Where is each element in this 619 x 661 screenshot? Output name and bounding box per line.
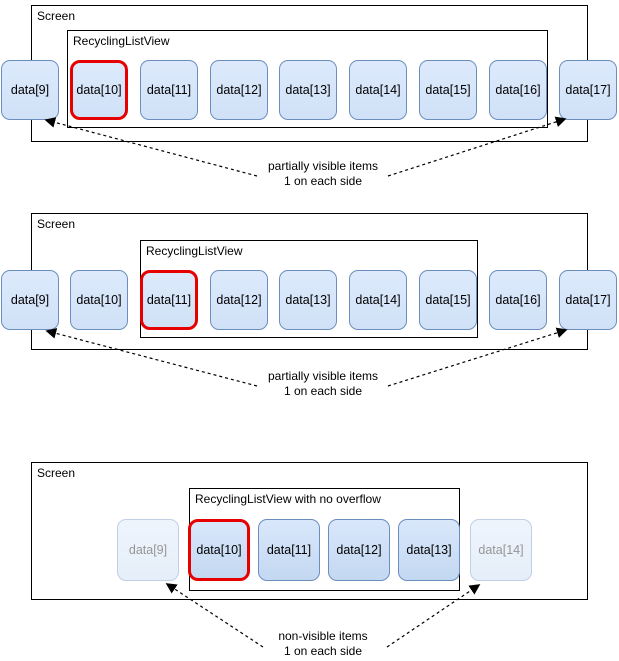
caption-line2: 1 on each side xyxy=(283,174,363,188)
list-item: data[13] xyxy=(279,270,337,330)
listview-label: RecyclingListView xyxy=(146,244,243,258)
list-item-faded: data[9] xyxy=(117,519,179,581)
list-item-highlighted: data[11] xyxy=(140,270,198,330)
list-item: data[13] xyxy=(279,60,337,120)
list-item: data[11] xyxy=(258,519,320,581)
listview-label: RecyclingListView with no overflow xyxy=(195,492,381,506)
caption-line2: 1 on each side xyxy=(283,644,363,658)
caption-line1: partially visible items xyxy=(267,369,379,383)
caption-line1: partially visible items xyxy=(267,159,379,173)
caption-line2: 1 on each side xyxy=(283,384,363,398)
list-item: data[14] xyxy=(349,270,407,330)
list-item: data[12] xyxy=(210,60,268,120)
list-item: data[17] xyxy=(559,270,617,330)
caption-partially-visible-1: partially visible items 1 on each side xyxy=(238,159,408,189)
list-item: data[13] xyxy=(398,519,460,581)
list-item: data[15] xyxy=(419,60,477,120)
list-item-highlighted: data[10] xyxy=(188,519,250,581)
list-item-faded: data[14] xyxy=(470,519,532,581)
list-item: data[14] xyxy=(349,60,407,120)
list-item: data[9] xyxy=(1,60,59,120)
list-item: data[12] xyxy=(328,519,390,581)
list-item: data[12] xyxy=(210,270,268,330)
screen-label: Screen xyxy=(37,217,76,231)
screen-label: Screen xyxy=(37,9,76,23)
list-item: data[11] xyxy=(140,60,198,120)
list-item: data[15] xyxy=(419,270,477,330)
list-item: data[9] xyxy=(1,270,59,330)
list-item: data[16] xyxy=(489,60,547,120)
list-item: data[17] xyxy=(559,60,617,120)
caption-non-visible: non-visible items 1 on each side xyxy=(238,629,408,659)
screen-label: Screen xyxy=(37,466,76,480)
list-item: data[16] xyxy=(489,270,547,330)
list-item: data[10] xyxy=(70,270,128,330)
list-item-highlighted: data[10] xyxy=(70,60,128,120)
caption-line1: non-visible items xyxy=(278,629,368,643)
caption-partially-visible-2: partially visible items 1 on each side xyxy=(238,369,408,399)
listview-label: RecyclingListView xyxy=(73,34,170,48)
